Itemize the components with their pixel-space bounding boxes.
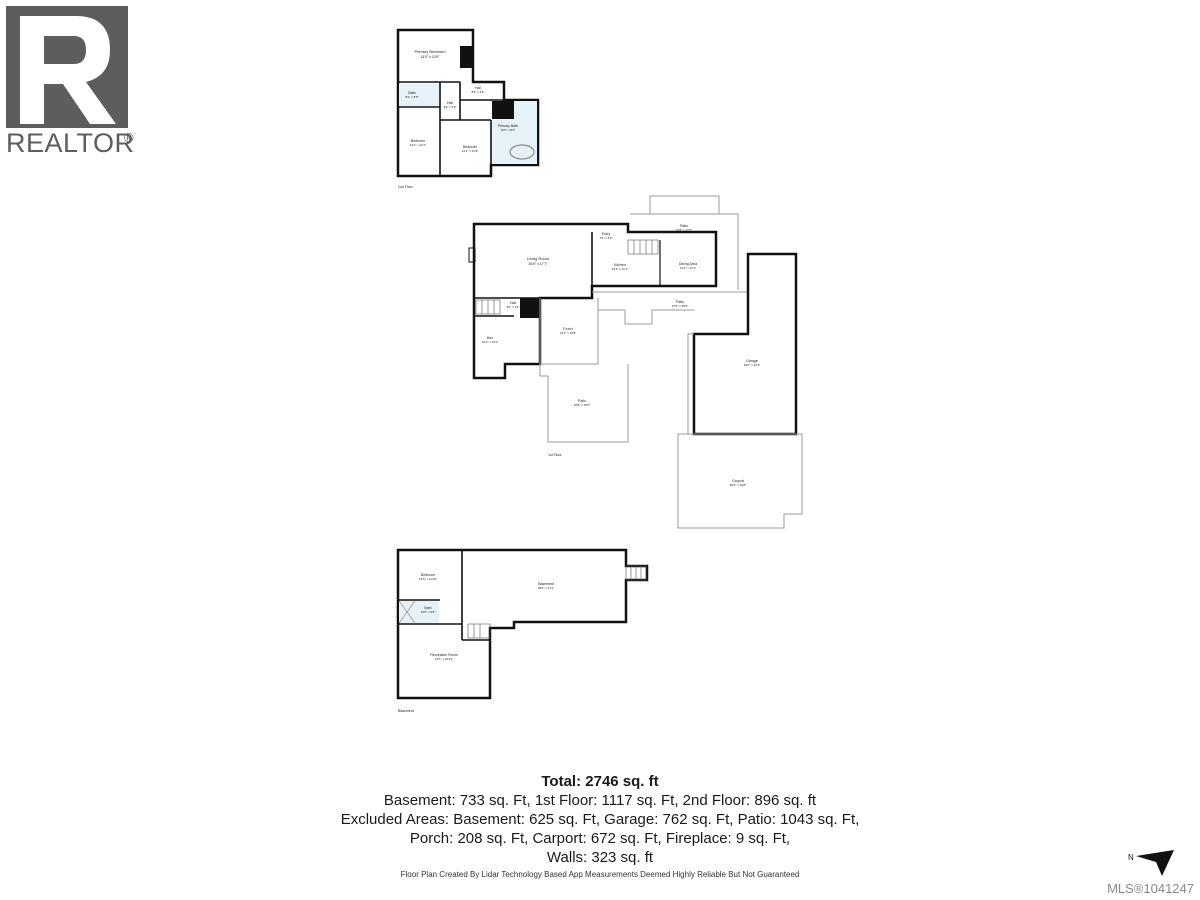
floor-label: 2nd Floor <box>398 185 414 189</box>
room-dims: 20'8" x 15'0" <box>574 403 590 407</box>
room-dims: 29'6" x 21'1" <box>538 586 554 590</box>
room-dims: 14'0" x 10'9" <box>420 55 440 59</box>
room-dims: 10'2" x 10'1" <box>482 340 498 344</box>
room-dims: 22'1" x 22'11" <box>435 657 453 661</box>
room-name: Patio <box>676 300 684 304</box>
floor-label: 1st Floor <box>548 453 562 457</box>
patio-outline <box>592 291 748 325</box>
area-summary: Total: 2746 sq. ft Basement: 733 sq. Ft,… <box>300 772 900 867</box>
fireplace-bump <box>468 247 476 263</box>
first-floor-walls <box>472 222 718 380</box>
room-name: Bath <box>408 91 415 95</box>
room-name: Living Room <box>527 256 550 261</box>
room-name: Carport <box>732 479 744 483</box>
floor-label: Basement <box>398 709 414 713</box>
second-floor-walls <box>396 28 540 178</box>
room-dims: 4'0" x 3'1" <box>506 305 519 309</box>
room-dims: 23'0" x 42'3" <box>744 363 760 367</box>
realtor-wordmark: REALTOR <box>6 128 135 158</box>
room-dims: 10'0" x 8'6" <box>501 128 516 132</box>
room-dims: 30'4" x 22'8" <box>730 483 746 487</box>
stairs <box>475 239 659 315</box>
room-name: Hall <box>475 86 481 90</box>
patio-outline <box>630 213 739 290</box>
north-label: N <box>1128 853 1134 862</box>
registered-mark: ® <box>124 130 134 145</box>
room-name: Porch <box>563 327 572 331</box>
room-name: Bedroom <box>463 145 477 149</box>
room-name: Dining Area <box>679 262 697 266</box>
garage-walls <box>692 252 798 436</box>
mls-number: MLS®1041247 <box>1107 881 1194 896</box>
room-name: Patio <box>578 399 586 403</box>
room-dims: 7'6" x 6'0" <box>599 236 612 240</box>
north-arrow-icon: N <box>1128 850 1174 876</box>
porch-outline <box>539 298 599 365</box>
room-name: Den <box>487 336 493 340</box>
chimney-block <box>492 101 514 119</box>
room-dims: 16'4" x 11'1" <box>612 267 628 271</box>
excluded-areas-cont: Porch: 208 sq. Ft, Carport: 672 sq. Ft, … <box>409 830 791 847</box>
floor-areas: Basement: 733 sq. Ft, 1st Floor: 1117 sq… <box>383 792 817 809</box>
room-dims: 8'1" x 5'9" <box>405 95 418 99</box>
room-name: Recreation Room <box>430 653 457 657</box>
room-dims: 14'6" x 11'10" <box>419 577 437 581</box>
fireplace-block <box>460 46 472 68</box>
realtor-logo-mark <box>6 6 128 128</box>
room-dims: 37'5" x 65'0" <box>672 304 688 308</box>
fireplace-block <box>520 298 540 318</box>
bathtub <box>509 144 535 160</box>
room-dims: 26'6" x 17'7" <box>528 262 548 266</box>
room-dims: 14'4" x 11'1" <box>680 266 696 270</box>
deck-outline <box>649 195 720 215</box>
lower-patio-outline <box>539 364 629 443</box>
room-dims: 10'6" x 5'9" <box>421 610 436 614</box>
second-floor-bath-fill <box>399 84 439 106</box>
second-floor-plan: Primary Bedroom 14'0" x 10'9" Bath 8'1" … <box>396 28 540 189</box>
basement-plan: Bedroom 14'6" x 11'10" Basement 29'6" x … <box>396 548 649 713</box>
room-dims: 3'9" x 9'6" <box>443 105 456 109</box>
room-dims: 5'6" x 4'6" <box>471 90 484 94</box>
garage-side-outline <box>687 333 694 434</box>
room-name: Bath <box>424 606 431 610</box>
carport-outline <box>677 433 803 529</box>
room-dims: 12'1" x 11'9" <box>462 149 478 153</box>
disclaimer: Floor Plan Created By Lidar Technology B… <box>400 870 800 879</box>
room-dims: 22'6" x 17'7" <box>676 228 692 232</box>
north-arrow-shape <box>1136 850 1174 876</box>
basement-bath-fill <box>399 601 439 623</box>
room-name: Hall <box>447 101 453 105</box>
shower <box>398 600 416 624</box>
room-name: Hall <box>510 301 516 305</box>
first-floor-plan: Living Room 26'6" x 17'7" Entry 7'6" x 6… <box>468 195 803 529</box>
stairs <box>467 565 647 639</box>
room-name: Primary Bedroom <box>414 49 446 54</box>
room-name: Patio <box>680 224 688 228</box>
room-name: Kitchen <box>614 263 626 267</box>
room-name: Primary Bath <box>498 124 518 128</box>
total-area: Total: 2746 sq. ft <box>541 773 659 790</box>
room-name: Garage <box>746 359 758 363</box>
room-name: Basement <box>538 582 554 586</box>
room-dims: 10'1" x 11'1" <box>410 143 426 147</box>
room-name: Entry <box>602 232 610 236</box>
walls-area: Walls: 323 sq. ft <box>546 849 654 866</box>
room-dims: 14'2" x 14'8" <box>560 331 576 335</box>
realtor-logo: REALTOR ® <box>0 0 140 162</box>
excluded-areas: Excluded Areas: Basement: 625 sq. Ft, Ga… <box>340 811 860 828</box>
room-name: Bedroom <box>411 139 425 143</box>
room-name: Bedroom <box>421 573 435 577</box>
realtor-r-icon <box>6 6 128 128</box>
